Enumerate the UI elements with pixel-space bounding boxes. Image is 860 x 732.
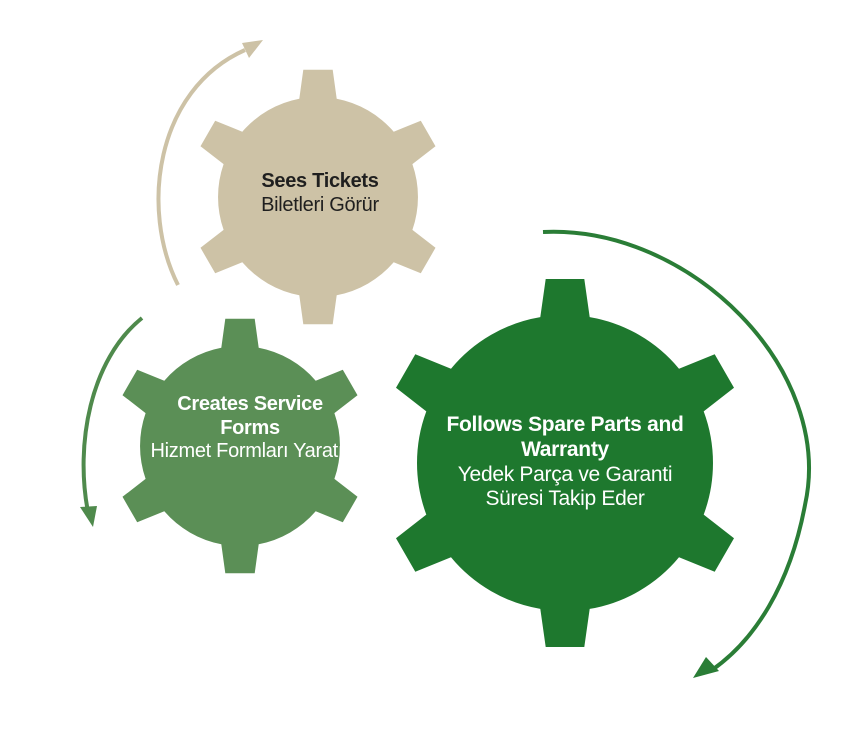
gear-left-label: Creates Service Forms Hizmet Formları Ya…: [150, 393, 350, 464]
gear-right-title: Follows Spare Parts and Warranty: [446, 413, 684, 461]
gear-top-subtitle: Biletleri Görür: [261, 193, 379, 216]
gear-right-label: Follows Spare Parts and Warranty Yedek P…: [430, 413, 700, 512]
gear-right-subtitle: Yedek Parça ve Garanti Süresi Takip Eder: [457, 462, 673, 511]
gear-top-title: Sees Tickets: [261, 170, 379, 192]
arrow-top-cycle: [156, 40, 263, 286]
arrow-right-cycle: [542, 229, 811, 678]
gear-top-label: Sees Tickets Biletleri Görür: [225, 170, 415, 217]
gear-follows-spare-parts: [396, 279, 734, 647]
arrow-left-cycle: [80, 316, 144, 527]
gear-sees-tickets: [200, 69, 436, 325]
gear-left-subtitle: Hizmet Formları Yaratır: [150, 440, 350, 463]
gear-left-title: Creates Service Forms: [177, 393, 323, 439]
gear-creates-service-forms: [122, 318, 358, 574]
